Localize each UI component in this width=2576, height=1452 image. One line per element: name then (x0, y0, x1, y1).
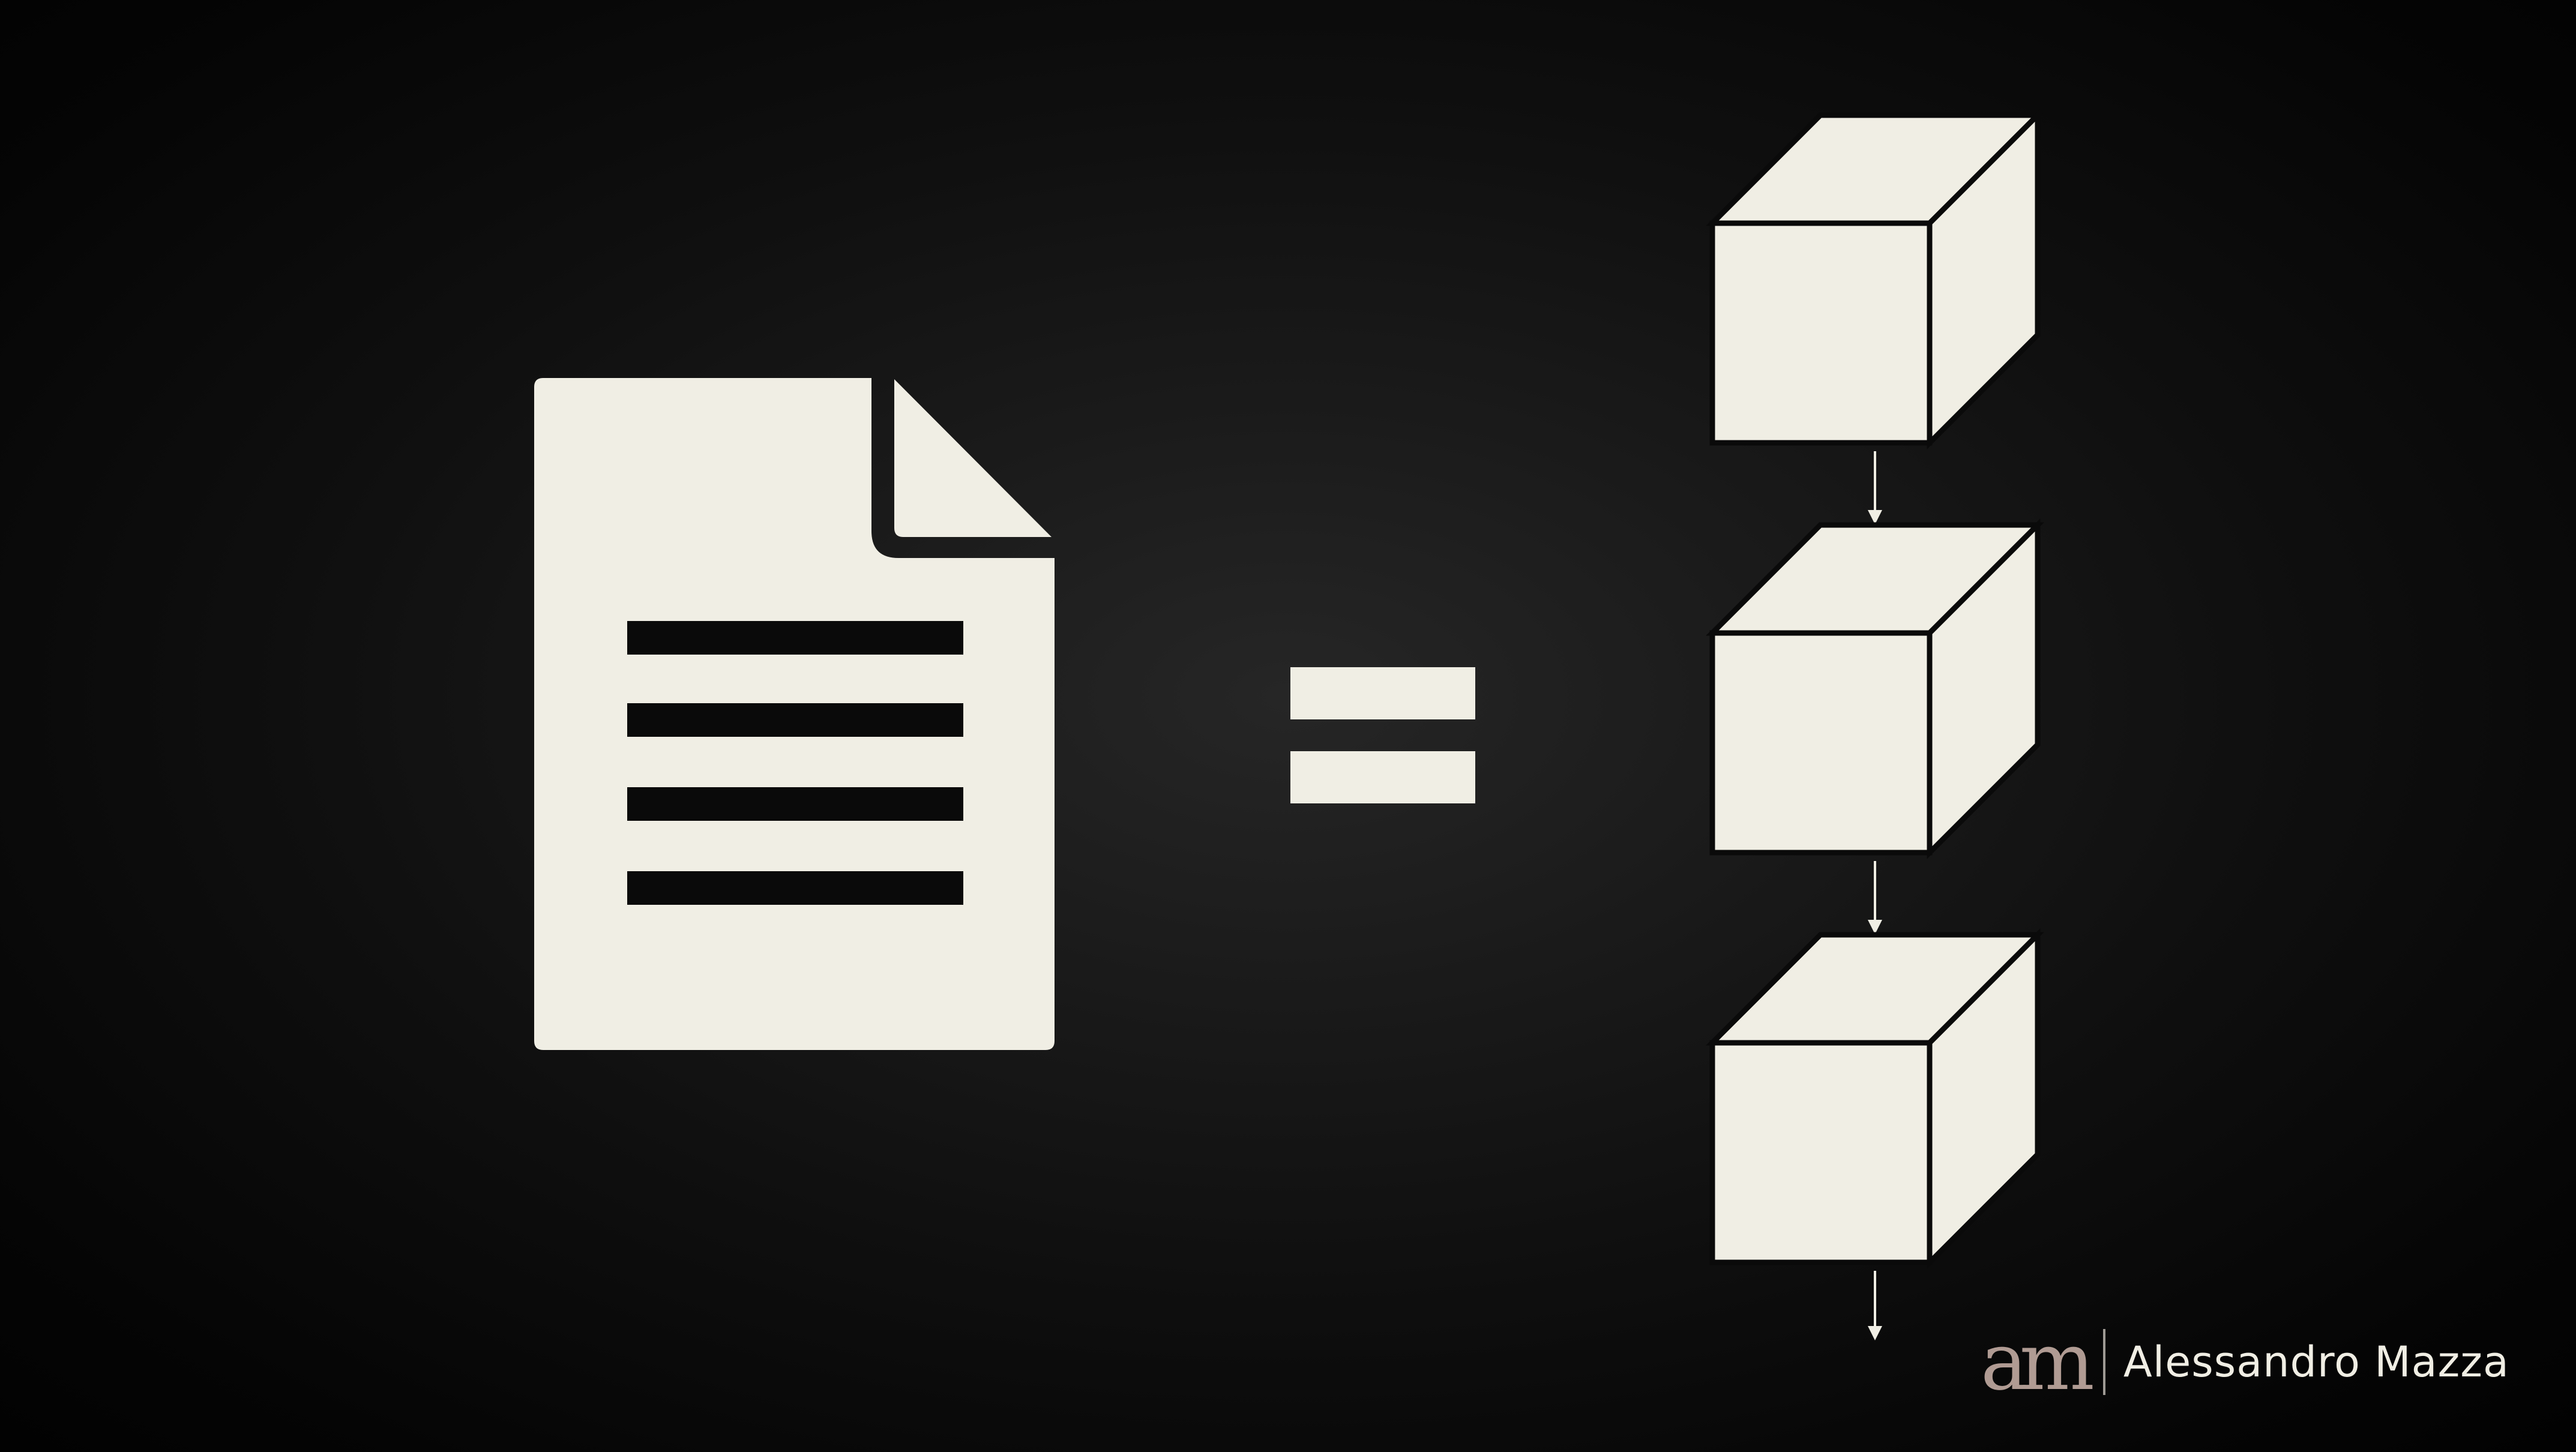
document-icon (534, 378, 1055, 1050)
cube-icon-block-3 (1706, 928, 2044, 1269)
cube-icon-block-1 (1706, 109, 2044, 449)
document-line-4 (627, 871, 963, 905)
brand-logo-mark: am (1981, 1316, 2095, 1408)
cube-front-face (1709, 220, 1933, 446)
document-line-3 (627, 787, 963, 821)
document-line-1 (627, 621, 963, 655)
cube-front-face (1709, 630, 1933, 856)
equals-bar-top (1290, 667, 1475, 719)
cube-icon-block-2 (1706, 518, 2044, 859)
document-line-2 (627, 703, 963, 737)
equals-sign (1290, 667, 1475, 803)
document-corner-fold (894, 379, 1052, 537)
cube-front-face (1709, 1040, 1933, 1265)
author-brand: am Alessandro Mazza (1981, 1316, 2521, 1408)
author-name: Alessandro Mazza (2123, 1337, 2509, 1387)
equals-bar-bottom (1290, 751, 1475, 803)
brand-divider (2102, 1329, 2105, 1395)
